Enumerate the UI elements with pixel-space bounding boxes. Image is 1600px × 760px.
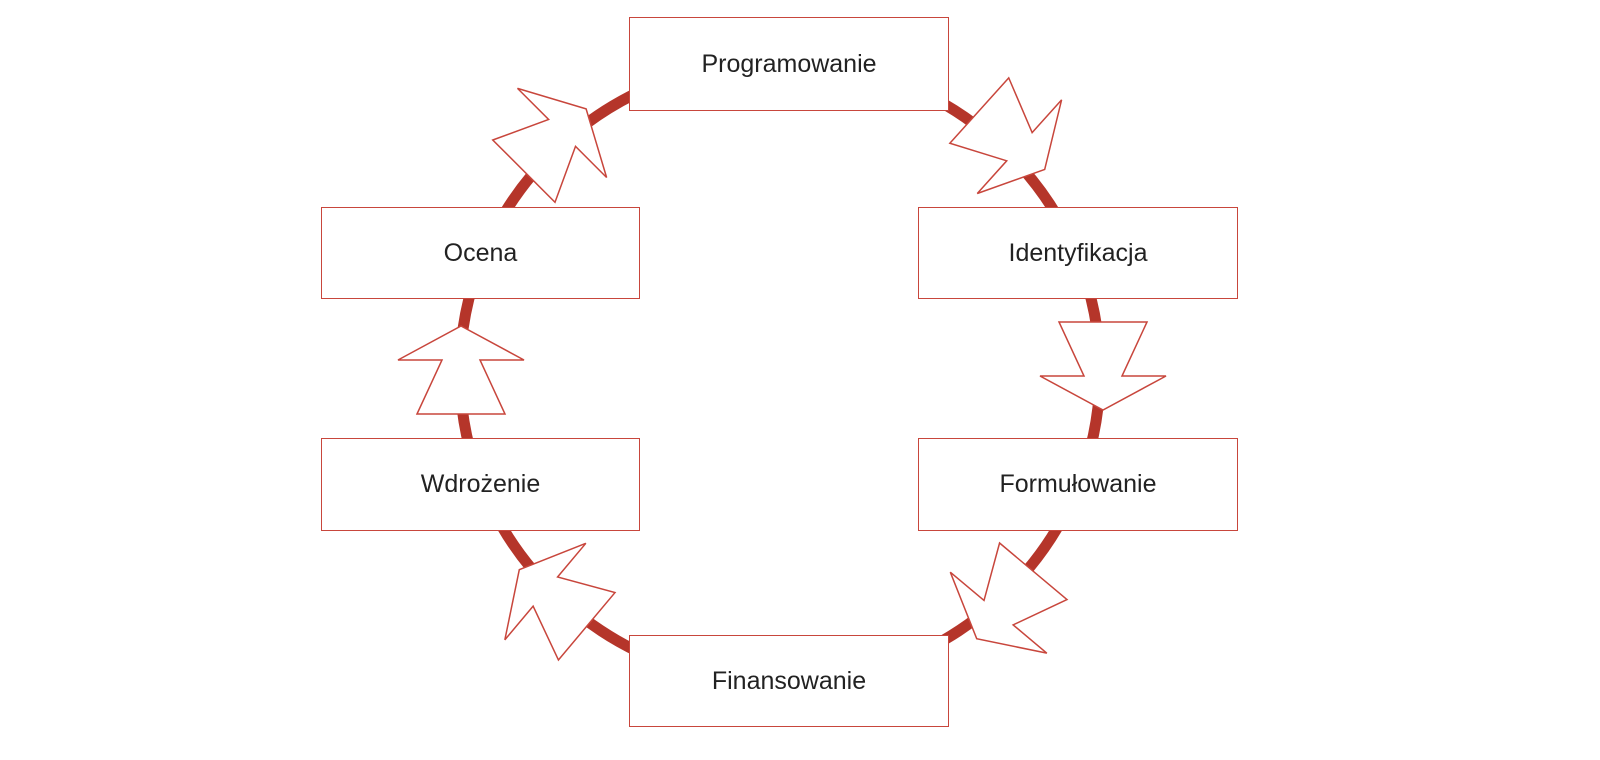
arrow-wdrozenie-to-ocena [397, 325, 525, 415]
stage-label: Formułowanie [999, 470, 1157, 498]
stage-identyfikacja: Identyfikacja [918, 207, 1238, 299]
arrow-ocena-to-programowanie [491, 87, 608, 204]
stage-label: Ocena [443, 238, 518, 267]
stage-label: Finansowanie [711, 666, 867, 695]
stage-label: Wdrożenie [420, 470, 541, 498]
stage-wdrozenie: Wdrożenie [321, 438, 640, 531]
stage-ocena: Ocena [321, 207, 640, 299]
stage-label: Programowanie [701, 49, 877, 78]
arrow-identyfikacja-to-formulowanie [1039, 321, 1167, 411]
stage-formulowanie: Formułowanie [918, 438, 1238, 531]
stage-programowanie: Programowanie [629, 17, 949, 111]
arrow-formulowanie-to-finansowanie [949, 541, 1069, 654]
stage-finansowanie: Finansowanie [629, 635, 949, 727]
stage-label: Identyfikacja [1008, 238, 1148, 267]
arrow-finansowanie-to-wdrozenie [504, 542, 617, 662]
arrow-programowanie-to-identyfikacja [948, 76, 1063, 195]
